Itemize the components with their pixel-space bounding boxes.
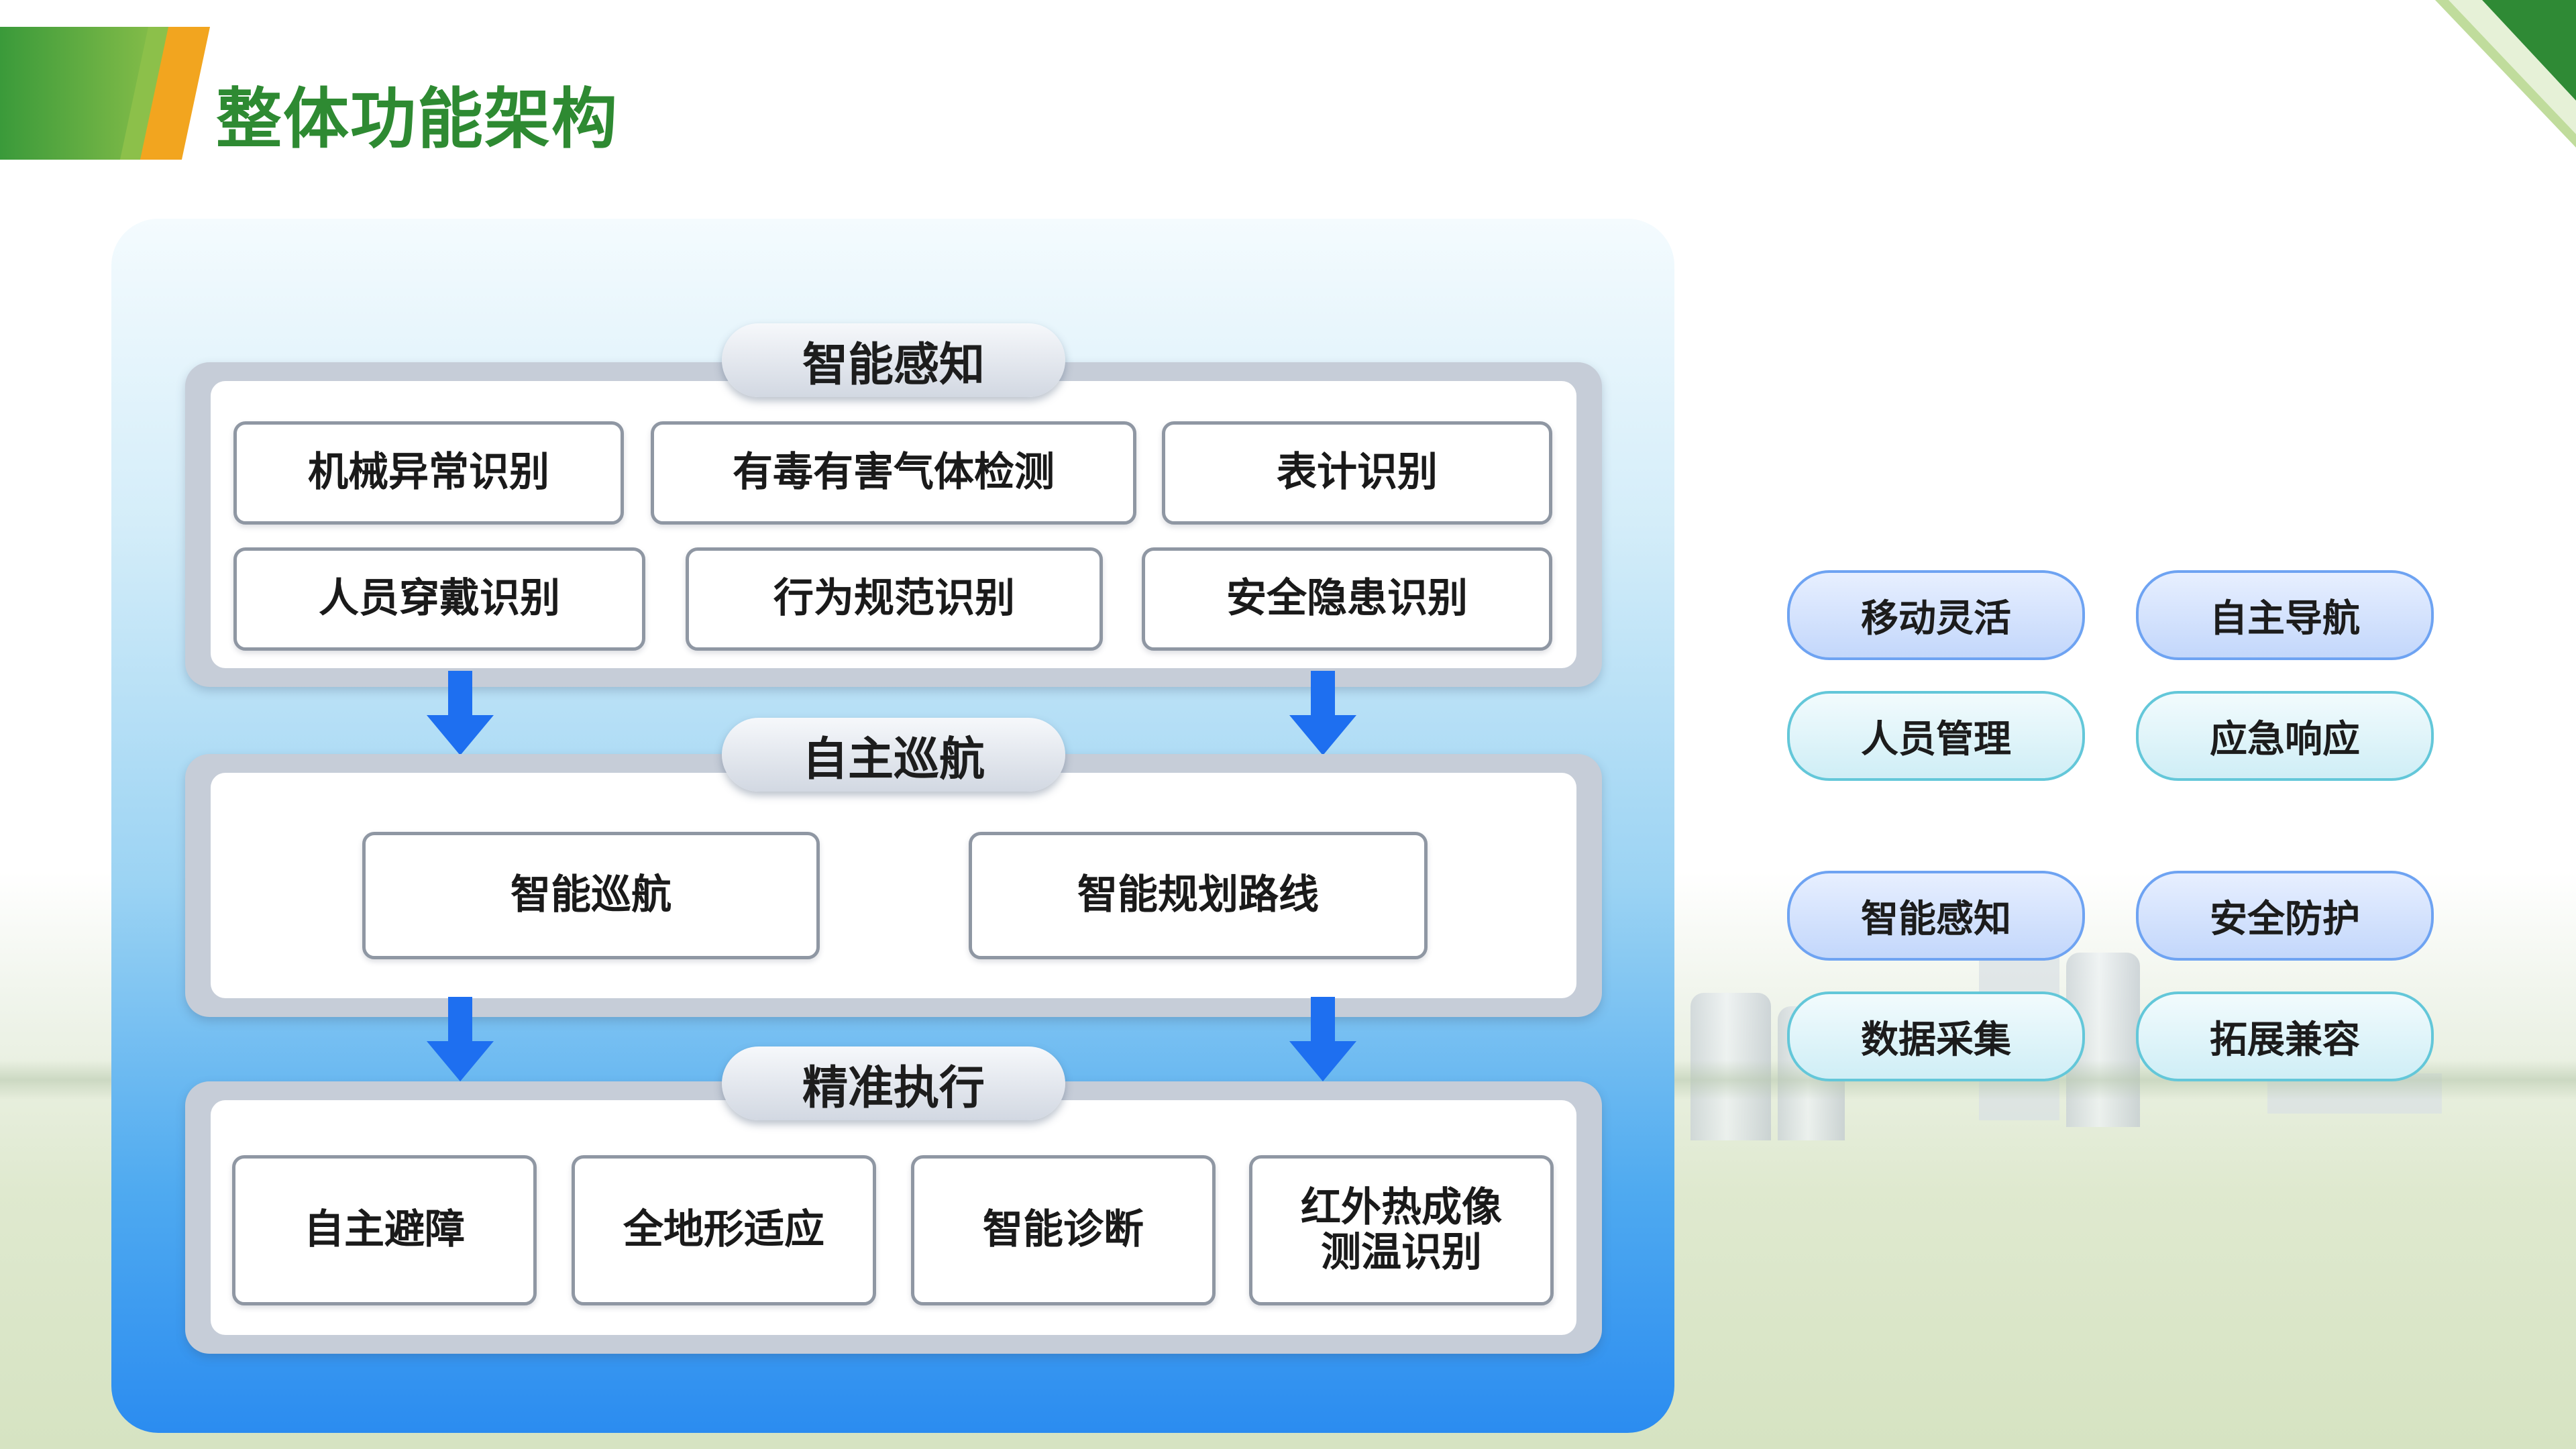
item-box: 人员穿戴识别 — [233, 547, 645, 651]
item-box-two-line: 红外热成像 测温识别 — [1249, 1155, 1554, 1305]
item-label: 红外热成像 — [1301, 1183, 1502, 1231]
feature-pill: 智能感知 — [1787, 871, 2085, 961]
section-title-precise-execution: 精准执行 — [722, 1046, 1065, 1120]
item-label: 测温识别 — [1321, 1229, 1482, 1276]
section-title-smart-perception: 智能感知 — [722, 323, 1065, 397]
down-arrow-icon — [1289, 671, 1356, 755]
item-box: 机械异常识别 — [233, 421, 624, 525]
item-box: 智能诊断 — [911, 1155, 1216, 1305]
feature-pill: 应急响应 — [2136, 691, 2434, 781]
feature-pill: 移动灵活 — [1787, 570, 2085, 660]
item-box: 智能巡航 — [362, 832, 820, 959]
down-arrow-icon — [1289, 997, 1356, 1081]
feature-pill: 拓展兼容 — [2136, 991, 2434, 1081]
down-arrow-icon — [427, 997, 494, 1081]
item-box: 安全隐患识别 — [1142, 547, 1552, 651]
down-arrow-icon — [427, 671, 494, 755]
feature-pill: 自主导航 — [2136, 570, 2434, 660]
feature-pill: 人员管理 — [1787, 691, 2085, 781]
item-box: 智能规划路线 — [969, 832, 1428, 959]
item-box: 全地形适应 — [572, 1155, 876, 1305]
item-box: 自主避障 — [232, 1155, 537, 1305]
feature-pill: 数据采集 — [1787, 991, 2085, 1081]
corner-decoration — [2435, 0, 2576, 148]
feature-pill: 安全防护 — [2136, 871, 2434, 961]
item-box: 行为规范识别 — [686, 547, 1103, 651]
section-title-autonomous-cruise: 自主巡航 — [722, 718, 1065, 792]
item-box: 表计识别 — [1162, 421, 1552, 525]
item-box: 有毒有害气体检测 — [651, 421, 1136, 525]
page-title: 整体功能架构 — [216, 81, 619, 158]
